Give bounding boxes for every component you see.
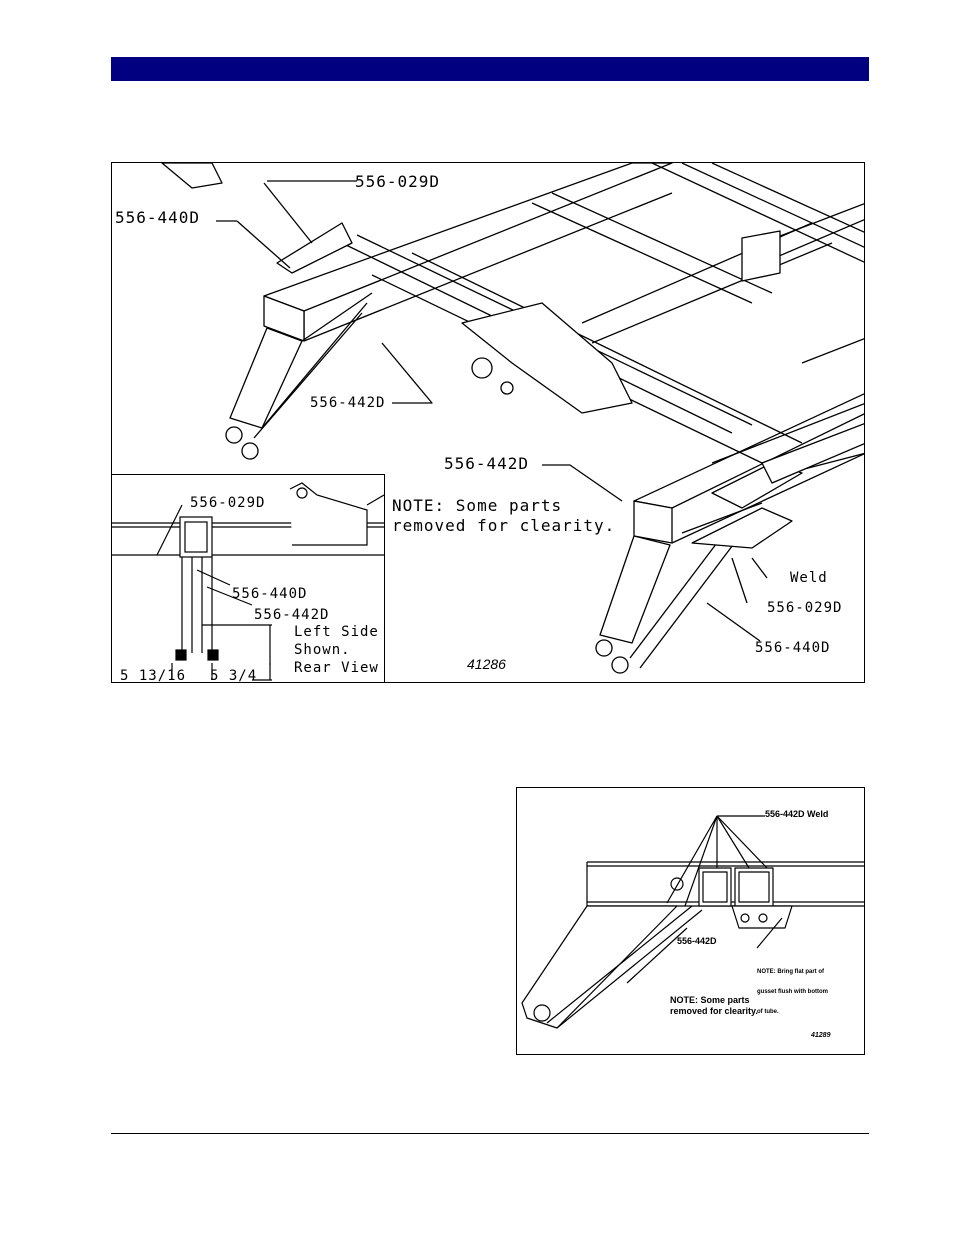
- callout-556-442D-mid: 556-442D: [310, 395, 386, 411]
- note-line1: NOTE: Some parts: [670, 995, 750, 1005]
- note-line2: removed for clearity.: [392, 516, 616, 535]
- gusset-detail-figure-41289: 556-442D Weld 556-442D NOTE: Bring flat …: [516, 787, 865, 1055]
- callout-556-440D-left: 556-440D: [115, 208, 201, 227]
- flush-note-line2: gusset flush with bottom: [757, 988, 828, 995]
- callout-556-442D: 556-442D: [677, 936, 717, 946]
- callout-556-442D-right: 556-442D: [444, 454, 530, 473]
- header-bar: [111, 57, 869, 81]
- inset-callout-556-442D: 556-442D: [254, 607, 330, 623]
- assembly-figure-41286: 556-029D 556-440D 556-442D 556-442D NOTE…: [111, 162, 865, 683]
- flush-note: NOTE: Bring flat part of gusset flush wi…: [757, 956, 828, 1029]
- rear-view-inset: 556-029D 556-440D 556-442D Left Side Sho…: [112, 474, 385, 683]
- inset-dim-right: 5 3/4: [210, 668, 258, 683]
- inset-callout-556-029D: 556-029D: [190, 495, 266, 511]
- callout-556-029D-top: 556-029D: [355, 172, 441, 191]
- rear-view-drawing: [112, 482, 384, 681]
- inset-side-line2: Shown.: [294, 642, 351, 658]
- inset-callout-556-440D: 556-440D: [232, 586, 308, 602]
- inset-dim-left: 5 13/16: [120, 668, 187, 683]
- note-line1: NOTE: Some parts: [392, 496, 563, 515]
- inset-side-line3: Rear View: [294, 660, 379, 676]
- footer-rule: [111, 1133, 869, 1134]
- callout-556-440D-right: 556-440D: [755, 640, 831, 656]
- callout-556-029D-right: 556-029D: [767, 600, 843, 616]
- figure-number: 41286: [467, 656, 506, 672]
- figure-number: 41289: [811, 1032, 831, 1039]
- flush-note-line3: of tube.: [757, 1008, 779, 1015]
- note-line2: removed for clearity.: [670, 1006, 758, 1016]
- callout-556-442D-weld: 556-442D Weld: [765, 809, 829, 819]
- frame-drawing: [161, 163, 864, 674]
- inset-side-line1: Left Side: [294, 624, 379, 640]
- callout-weld: Weld: [790, 570, 828, 586]
- gusset-drawing: [521, 815, 864, 1029]
- flush-note-line1: NOTE: Bring flat part of: [757, 969, 824, 976]
